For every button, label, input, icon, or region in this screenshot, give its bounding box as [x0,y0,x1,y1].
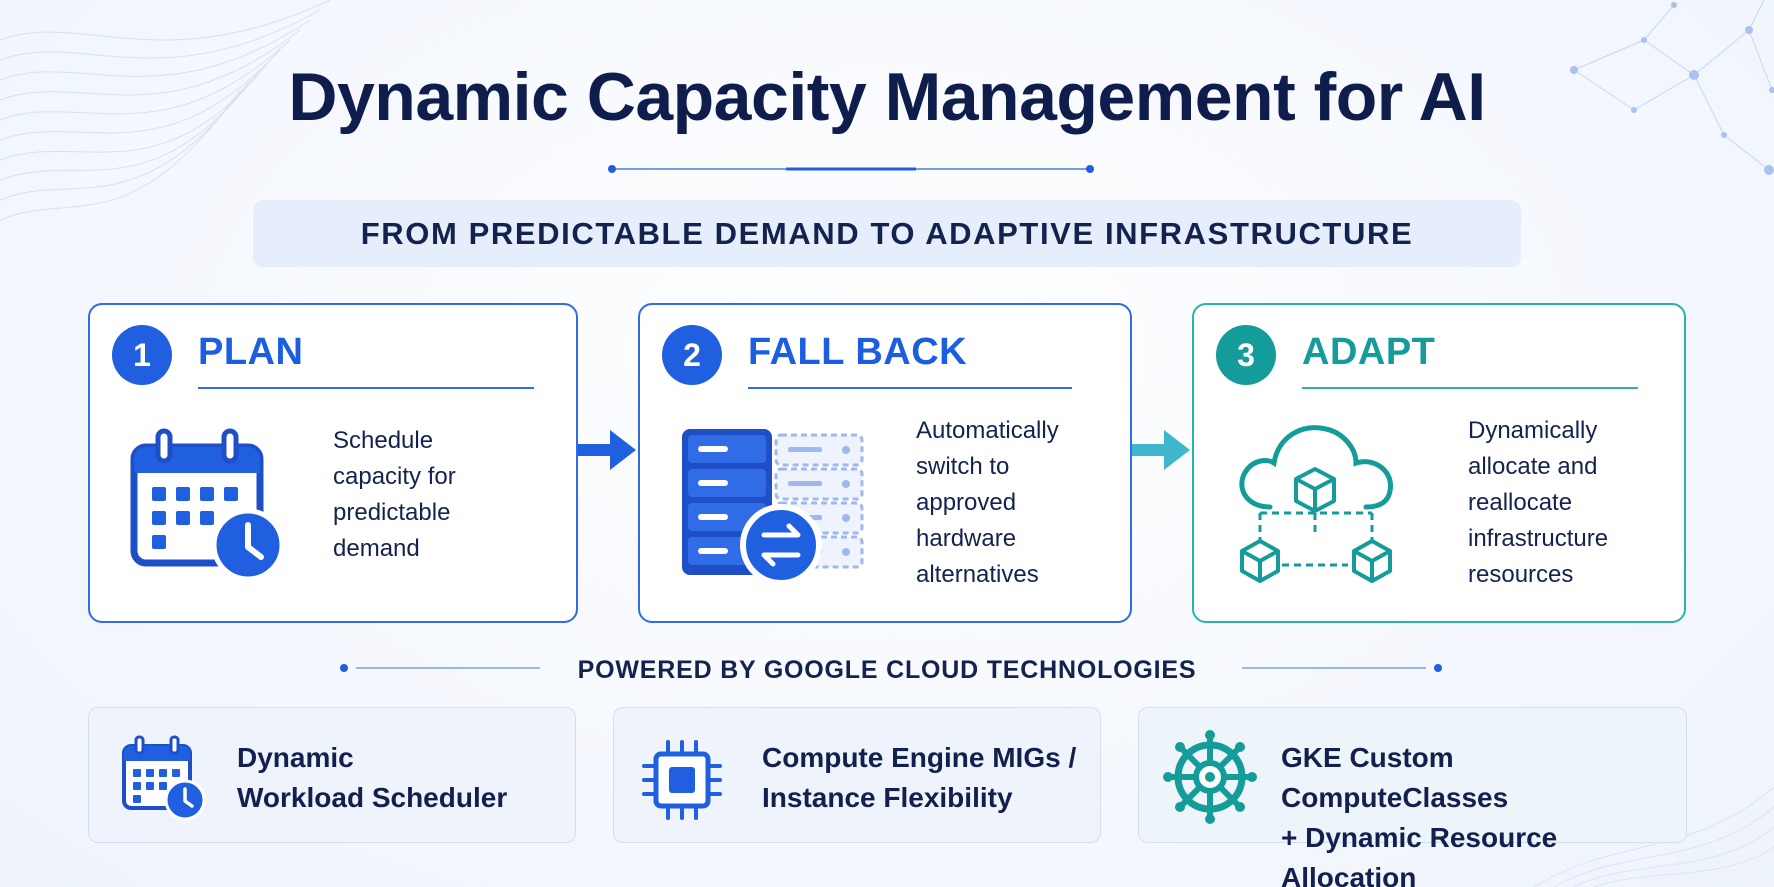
step-divider [1302,387,1638,389]
subtitle-banner: FROM PREDICTABLE DEMAND TO ADAPTIVE INFR… [253,200,1521,267]
tech-card-gke-compute-classes: GKE Custom ComputeClasses + Dynamic Reso… [1138,707,1687,887]
wave-lines-decoration [0,0,331,221]
subtitle: FROM PREDICTABLE DEMAND TO ADAPTIVE INFR… [360,215,1414,251]
tech-card-compute-engine-migs: Compute Engine MIGs / Instance Flexibili… [613,707,1101,843]
step-description: Automatically switch to approved hardwar… [916,417,1059,588]
step-title: FALL BACK [748,331,968,373]
tech-label: GKE Custom ComputeClasses + Dynamic Reso… [1281,742,1558,887]
powered-by-heading: POWERED BY GOOGLE CLOUD TECHNOLOGIES [0,652,1774,688]
cloud-cubes-icon [1239,425,1393,583]
title-divider [608,165,1094,173]
step-number-badge: 2 [662,325,722,385]
step-card-plan: 1 PLAN Schedule capacity for predictable… [88,303,578,623]
tech-label: Dynamic Workload Scheduler [237,742,508,813]
step-title: PLAN [198,331,304,373]
step-description: Schedule capacity for predictable demand [333,427,456,562]
tech-label: Compute Engine MIGs / Instance Flexibili… [762,742,1077,813]
wave-lines-decoration [1533,786,1774,887]
step-card-adapt: 3 ADAPT Dynamically allocate and realloc… [1192,303,1686,623]
chip-icon [642,740,722,820]
powered-by-label: POWERED BY GOOGLE CLOUD TECHNOLOGIES [577,656,1197,684]
divider-left [340,664,540,672]
calendar-clock-icon [122,735,206,821]
step-divider [748,387,1072,389]
step-title: ADAPT [1302,331,1436,373]
step-card-fall-back: 2 FALL BACK [638,303,1132,623]
server-swap-icon [682,429,864,586]
step-number-badge: 1 [112,325,172,385]
tech-card-dynamic-workload-scheduler: Dynamic Workload Scheduler [88,707,576,843]
step-divider [198,387,534,389]
helm-wheel-icon [1163,730,1257,824]
arrow-right-icon [578,430,636,470]
arrow-right-icon [1132,430,1190,470]
step-description: Dynamically allocate and reallocate infr… [1468,417,1609,588]
network-nodes-decoration [1570,0,1774,175]
divider-right [1242,664,1442,672]
calendar-clock-icon [130,428,285,582]
step-number-badge: 3 [1216,325,1276,385]
page-title: Dynamic Capacity Management for AI [288,59,1486,135]
